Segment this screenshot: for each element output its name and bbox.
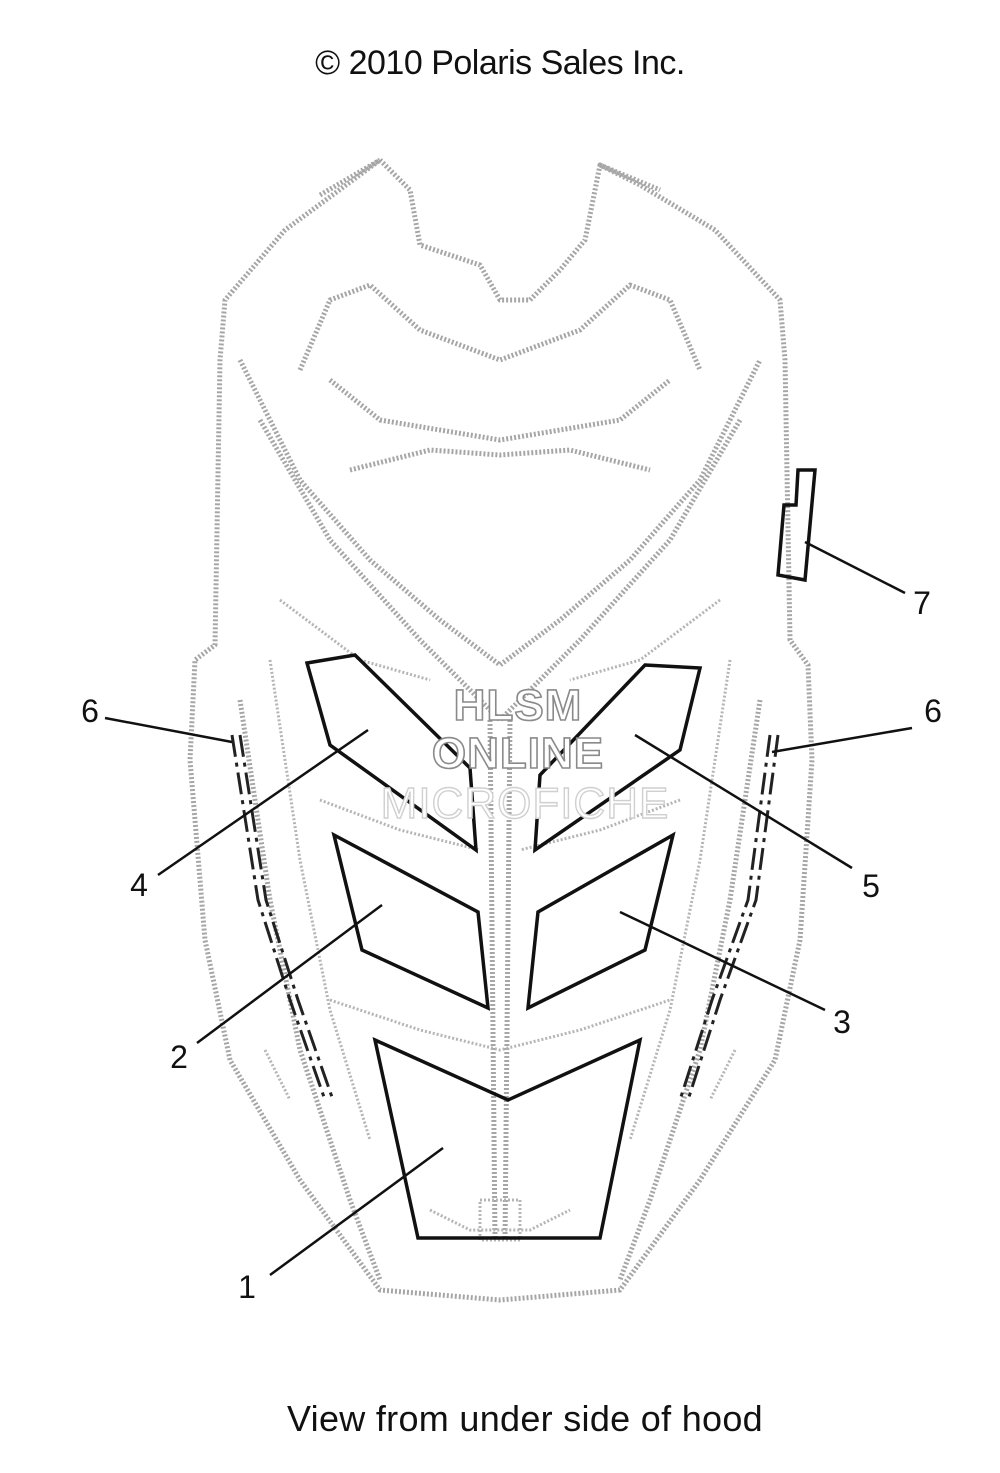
decal-5	[533, 663, 703, 854]
leader-lines	[104, 540, 913, 1277]
decal-1	[372, 1036, 643, 1240]
callout-3: 3	[833, 1004, 851, 1040]
decal-7	[776, 468, 817, 583]
callout-4: 4	[130, 867, 148, 903]
hood-outline	[187, 157, 815, 1303]
callout-5: 5	[862, 868, 880, 904]
callout-2: 2	[170, 1039, 188, 1075]
watermark-line3: MICROFICHE	[381, 779, 670, 828]
callout-6-left: 6	[81, 693, 99, 729]
watermark: HLSM ONLINE MICROFICHE	[380, 680, 670, 829]
copyright-notice: © 2010 Polaris Sales Inc.	[315, 44, 685, 82]
watermark-line1: HLSM	[454, 681, 583, 730]
callout-1: 1	[238, 1269, 256, 1305]
decal-4	[304, 653, 479, 854]
diagram-caption: View from under side of hood	[286, 1398, 763, 1439]
stripe-decal-right	[678, 734, 780, 1101]
decal-2	[331, 831, 491, 1011]
stripe-decal-left	[230, 734, 335, 1101]
callout-7: 7	[913, 585, 931, 621]
decal-3	[525, 831, 676, 1011]
callout-6-right: 6	[924, 693, 942, 729]
watermark-line2: ONLINE	[432, 729, 604, 778]
